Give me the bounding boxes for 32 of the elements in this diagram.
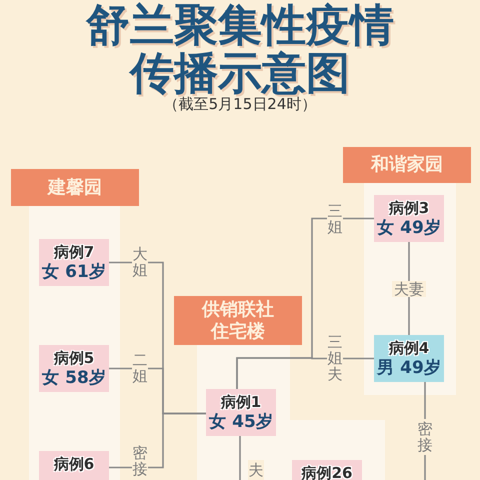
edge-label: 夫 — [248, 460, 264, 480]
case-box — [374, 335, 444, 382]
case-number: 病例4 — [388, 338, 430, 358]
case-box — [39, 345, 109, 392]
edge-label: 夫妻 — [392, 281, 426, 297]
case-box — [206, 389, 276, 436]
area-header: 建馨园 — [11, 169, 139, 206]
case-box — [292, 460, 362, 480]
area-header: 供销联社住宅楼 — [174, 296, 302, 345]
case-number: 病例3 — [388, 198, 430, 218]
case-info: 女 58岁 — [42, 368, 106, 388]
case-number: 病例6 — [54, 455, 94, 474]
case-number: 病例5 — [54, 348, 94, 368]
edge-label: 密接 — [417, 419, 433, 455]
title: 舒兰聚集性疫情传播示意图 — [84, 2, 395, 98]
connector-line — [239, 436, 241, 480]
case-number: 病例26 — [302, 464, 352, 480]
case-box — [39, 239, 109, 286]
case-box — [374, 195, 444, 242]
connector-line — [236, 357, 374, 389]
subtitle: （截至5月15日24时） — [164, 95, 318, 114]
case-info: 女 61岁 — [42, 262, 106, 282]
edge-label: 密接 — [132, 443, 148, 479]
edge-label: 大姐 — [132, 244, 148, 280]
case-info: 女 49岁 — [377, 218, 441, 238]
area-header: 和谐家园 — [343, 147, 471, 183]
case-info: 男 49岁 — [377, 358, 441, 378]
case-number: 病例1 — [220, 392, 262, 412]
connector-line — [109, 412, 206, 468]
case-number: 病例7 — [54, 242, 94, 262]
case-box — [39, 451, 109, 480]
case-info: 女 45岁 — [209, 412, 273, 432]
